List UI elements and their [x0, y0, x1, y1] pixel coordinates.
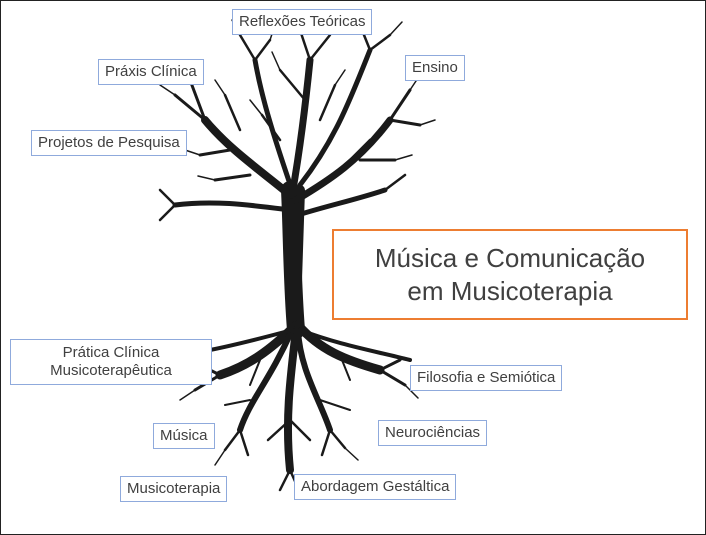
- root-label-filosofia-e-semiotica: Filosofia e Semiótica: [410, 365, 563, 391]
- root-label-line1: Prática Clínica: [62, 344, 160, 361]
- root-label-musicoterapia: Musicoterapia: [120, 476, 228, 502]
- branch-label-ensino: Ensino: [405, 55, 465, 81]
- branch-label-projetos-de-pesquisa: Projetos de Pesquisa: [31, 130, 187, 156]
- root-label-abordagem-gestaltica: Abordagem Gestáltica: [294, 474, 457, 500]
- branch-label-reflexoes-teoricas: Reflexões Teóricas: [232, 9, 373, 35]
- central-topic-box: Música e Comunicação em Musicoterapia: [332, 229, 688, 320]
- branch-label-praxis-clinica: Práxis Clínica: [98, 59, 204, 85]
- root-label-pratica-clinica-musicoterapeutica: Prática Clínica Musicoterapêutica: [10, 339, 212, 385]
- central-topic-line2: em Musicoterapia: [407, 276, 613, 306]
- central-topic-line1: Música e Comunicação: [374, 243, 646, 273]
- root-label-musica: Música: [153, 423, 215, 449]
- root-label-neurociencias: Neurociências: [378, 420, 488, 446]
- root-label-line2: Musicoterapêutica: [50, 362, 172, 379]
